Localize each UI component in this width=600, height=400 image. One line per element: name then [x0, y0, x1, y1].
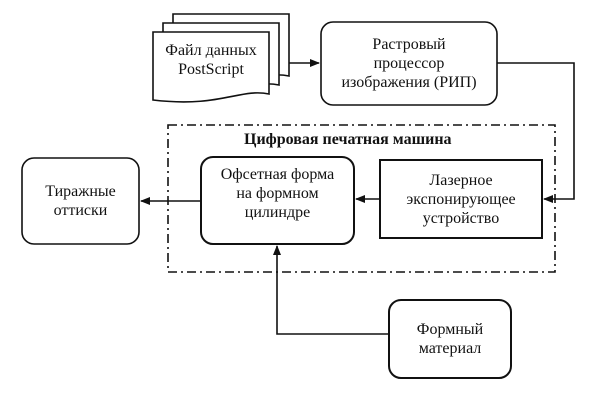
prints-label: Тиражные оттиски: [45, 183, 116, 219]
rip-label: Растровый процессор изображения (РИП): [341, 36, 477, 91]
prints-box: [21, 157, 140, 245]
offset-label: Офсетная форма на формном цилиндре: [220, 166, 335, 221]
digital-press-title: Цифровая печатная машина: [244, 131, 452, 148]
material-label: Формный материал: [416, 321, 484, 357]
arrow-material-to-offset: [273, 245, 389, 335]
material-box: [388, 299, 512, 379]
postscript-file-label: Файл данных PostScript: [165, 42, 257, 78]
laser-label: Лазерное экспонирующее устройство: [406, 171, 516, 227]
laser-box: [379, 159, 543, 239]
arrow-rip-to-laser: [497, 62, 575, 203]
postscript-file-stack-icon: [152, 13, 290, 103]
